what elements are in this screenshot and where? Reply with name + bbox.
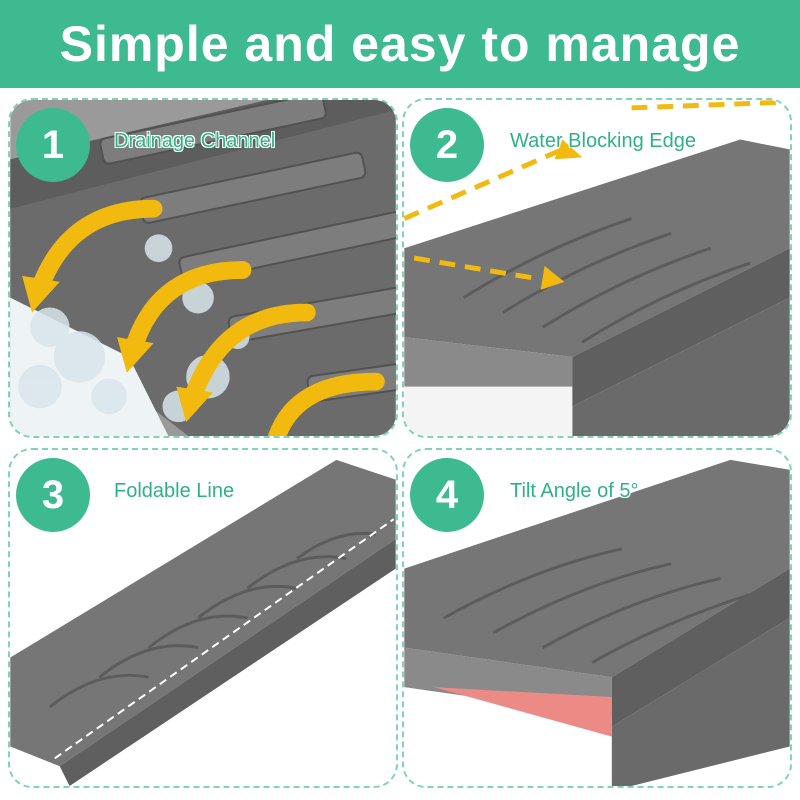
panel-label-tilt-angle: Tilt Angle of 5°: [510, 480, 639, 502]
step-badge-3: 3: [16, 458, 90, 532]
drainage-channel-illustration: [10, 100, 396, 436]
step-badge-4: 4: [410, 458, 484, 532]
header-banner: Simple and easy to manage: [0, 0, 800, 88]
tilt-angle-illustration: [404, 450, 790, 786]
water-blocking-edge-illustration: [404, 100, 790, 436]
step-badge-1: 1: [16, 108, 90, 182]
step-badge-2: 2: [410, 108, 484, 182]
panel-label-drainage-channel: Drainage Channel: [114, 130, 276, 152]
page-title: Simple and easy to manage: [59, 16, 741, 72]
panel-drainage-channel: 1 Drainage Channel: [8, 98, 398, 438]
panel-label-water-blocking-edge: Water Blocking Edge: [510, 130, 697, 152]
panel-water-blocking-edge: 2 Water Blocking Edge: [402, 98, 792, 438]
panel-label-foldable-line: Foldable Line: [114, 480, 235, 502]
panel-foldable-line: 3 Foldable Line: [8, 448, 398, 788]
panel-tilt-angle: 4 Tilt Angle of 5°: [402, 448, 792, 788]
